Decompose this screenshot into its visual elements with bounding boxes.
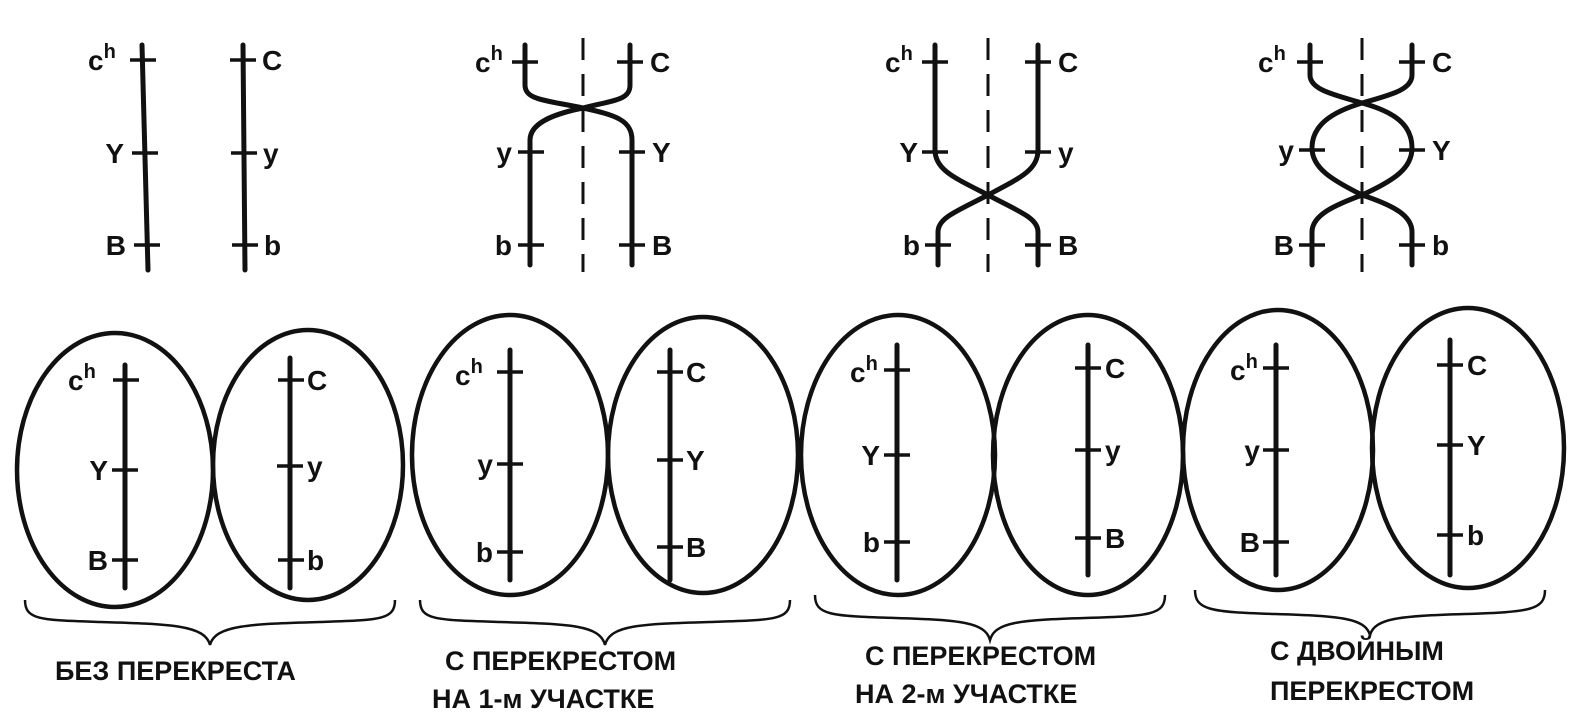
gene-label: y <box>1278 135 1294 166</box>
gene-label: ch <box>68 361 96 396</box>
gene-label: B <box>88 545 108 576</box>
gene-label: C <box>262 45 282 76</box>
gene-label: B <box>686 532 706 563</box>
gene-label: ch <box>1230 351 1258 386</box>
gene-label: ch <box>850 353 878 388</box>
gametes-double-crossover: ch y B C Y b <box>1180 305 1567 593</box>
gene-label: b <box>264 230 281 261</box>
gene-label: C <box>1467 350 1487 381</box>
gene-label: B <box>1058 230 1078 261</box>
gene-label: C <box>1058 47 1078 78</box>
gene-label: y <box>477 449 493 480</box>
gene-label: Y <box>861 440 880 471</box>
curly-brace <box>23 599 397 646</box>
gene-label: B <box>1105 523 1125 554</box>
caption-crossover-region-2-line2: НА 2-м УЧАСТКЕ <box>855 679 1077 709</box>
gene-label: C <box>1105 353 1125 384</box>
gametes-crossover-region-2: ch Y b C y B <box>798 312 1186 598</box>
caption-double-crossover-line2: ПЕРЕКРЕСТОМ <box>1270 676 1474 706</box>
gene-label: b <box>495 230 512 261</box>
curly-brace <box>418 599 792 646</box>
gene-label: ch <box>885 43 913 78</box>
gene-label: b <box>307 545 324 576</box>
gene-label: ch <box>475 43 503 78</box>
gene-label: b <box>903 230 920 261</box>
caption-crossover-region-2: С ПЕРЕКРЕСТОМ <box>865 641 1096 671</box>
chromosome-right <box>935 42 1041 268</box>
gene-label: Y <box>899 137 918 168</box>
gene-label: B <box>1240 527 1260 558</box>
gene-label: y <box>1244 435 1260 466</box>
caption-no-crossover: БЕЗ ПЕРЕКРЕСТА <box>55 656 296 686</box>
chromosome-right <box>240 42 248 273</box>
chromosome-right <box>1309 42 1415 268</box>
gene-label: ch <box>88 41 116 76</box>
gene-label: B <box>106 230 126 261</box>
gene-label: Y <box>1467 430 1486 461</box>
gametes-no-crossover: ch Y B C y b <box>14 327 406 610</box>
gamete-cell <box>1369 305 1567 591</box>
gene-label: y <box>1058 137 1074 168</box>
gamete-cell <box>210 327 406 603</box>
curly-brace <box>1193 589 1547 640</box>
gene-label: y <box>496 137 512 168</box>
gene-label: b <box>1432 230 1449 261</box>
gene-label: y <box>1105 435 1121 466</box>
curly-brace <box>813 594 1167 645</box>
caption-double-crossover: С ДВОЙНЫМ <box>1270 635 1444 666</box>
gene-label: y <box>263 138 279 169</box>
gene-label: b <box>863 527 880 558</box>
gamete-cell <box>605 314 801 596</box>
caption-crossover-region-1-line2: НА 1-м УЧАСТКЕ <box>432 684 654 714</box>
gene-label: y <box>307 451 323 482</box>
gene-label: C <box>686 357 706 388</box>
gene-label: ch <box>1258 43 1286 78</box>
gene-label: Y <box>1432 135 1451 166</box>
gene-label: B <box>652 230 672 261</box>
gene-label: Y <box>105 138 124 169</box>
gene-label: Y <box>686 445 705 476</box>
gene-label: Y <box>89 455 108 486</box>
pair-double-crossover: ch y B C Y b <box>1258 38 1452 272</box>
gene-label: b <box>1467 520 1484 551</box>
chromosome-left <box>139 42 151 273</box>
chromosome-left <box>522 42 635 268</box>
chromosome-right <box>527 42 633 268</box>
chromosome-left <box>1307 42 1415 268</box>
caption-crossover-region-1: С ПЕРЕКРЕСТОМ <box>445 646 676 676</box>
gene-label: B <box>1274 230 1294 261</box>
gene-label: C <box>650 47 670 78</box>
gene-label: ch <box>455 356 483 391</box>
gametes-crossover-region-1: ch y b C Y B <box>409 312 801 598</box>
gene-label: b <box>476 537 493 568</box>
gene-label: Y <box>652 137 671 168</box>
gene-label: C <box>307 365 327 396</box>
pair-crossover-region-2: ch Y b C y B <box>885 38 1078 272</box>
gene-label: C <box>1432 47 1452 78</box>
pair-no-crossover: ch Y B C y b <box>88 41 282 273</box>
pair-crossover-region-1: ch y b C Y B <box>475 38 672 272</box>
